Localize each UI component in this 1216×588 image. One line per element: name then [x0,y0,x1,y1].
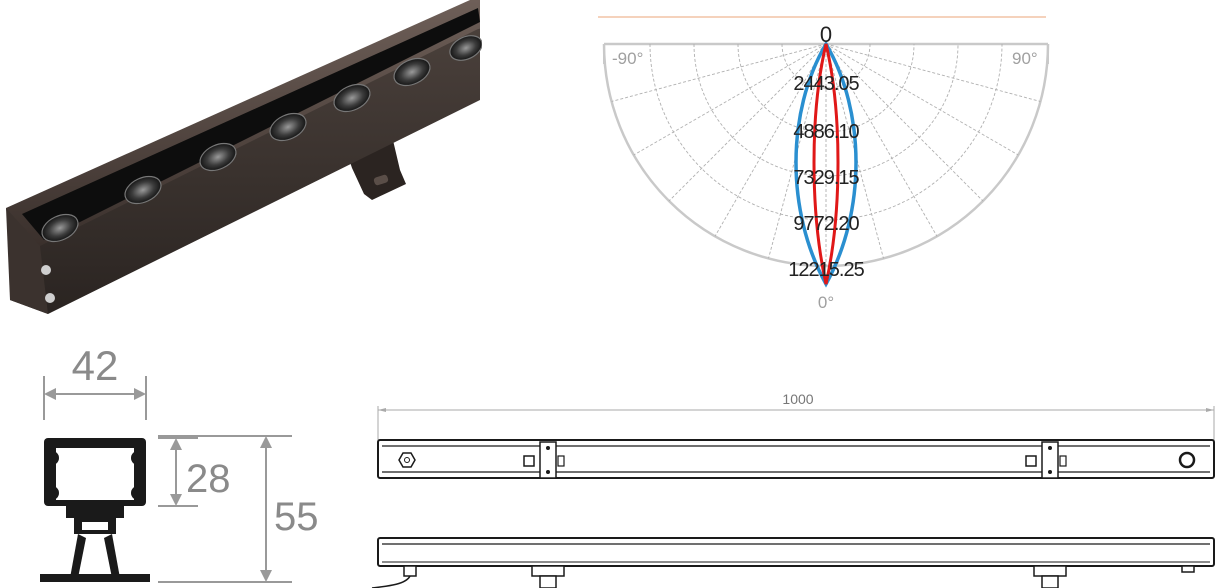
polar-diagram: -90° 90° 0 0° 2443.05 4886.10 7329.15 97… [598,16,1050,312]
polar-ring-label: 2443.05 [793,73,859,95]
dim-length-label: 1000 [782,391,813,407]
polar-ring-label: 4886.10 [793,121,859,143]
cross-section-drawing: 42 28 55 [40,342,319,583]
curve-c90-270 [812,43,840,285]
polar-ring-label: 9772.20 [793,213,859,235]
polar-top-value: 0 [820,22,832,47]
polar-right-angle: 90° [1012,49,1038,68]
dim-total-height-label: 55 [274,495,319,539]
length-drawing: 1000 [371,391,1215,588]
polar-ring-label: 12215.25 [788,259,864,281]
polar-grid [602,42,1050,268]
polar-ring-label: 7329.15 [793,167,859,189]
polar-bottom-angle: 0° [818,293,834,312]
dim-inner-height-label: 28 [186,457,231,501]
dim-width-label: 42 [72,342,119,389]
polar-left-angle: -90° [612,49,643,68]
product-photo [6,0,482,314]
